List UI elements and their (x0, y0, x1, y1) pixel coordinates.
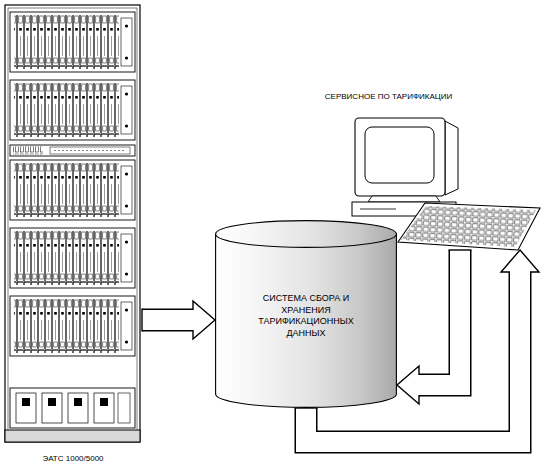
card-shelf-part (121, 166, 132, 214)
exchange-rack-part (5, 5, 140, 442)
card-shelf-part (121, 302, 132, 350)
card-shelf-part (121, 86, 132, 134)
card-shelf (10, 296, 135, 356)
node-label: СИСТЕМА СБОРА И ХРАНЕНИЯ ТАРИФИКАЦИОННЫХ… (254, 293, 358, 339)
card-shelf-part (14, 83, 119, 137)
card-shelf-part (125, 272, 128, 275)
node-label: СЕРВИСНОЕ ПО ТАРИФИКАЦИИ (325, 92, 452, 102)
control-band-part (54, 150, 126, 151)
card-shelf-part (121, 18, 132, 66)
workstation: СЕРВИСНОЕ ПО ТАРИФИКАЦИИ (350, 90, 543, 250)
exchange-rack: ЭАТС 1000/5000 (4, 4, 142, 464)
cylinder-top (216, 221, 397, 248)
power-panel-part (10, 388, 135, 428)
arrow-head (193, 301, 215, 339)
card-shelf-part (10, 80, 135, 140)
power-panel-part (118, 393, 130, 423)
control-band-part (13, 147, 43, 155)
card-shelf (10, 228, 135, 288)
card-shelf-part (125, 308, 128, 311)
arrow-shaft-fill (142, 310, 195, 330)
card-shelf-part (14, 15, 119, 69)
hollow-arrow (397, 250, 472, 404)
card-shelf-part (125, 340, 128, 343)
card-shelf (10, 160, 135, 220)
card-shelf-part (10, 12, 135, 72)
card-shelf-part (125, 56, 128, 59)
card-shelf (10, 12, 135, 72)
arrow-head (397, 366, 419, 404)
card-shelf-part (14, 163, 119, 217)
exchange-rack (5, 5, 140, 442)
power-panel-part (74, 398, 82, 406)
arrow-head (501, 250, 539, 272)
control-band-part (10, 145, 135, 156)
arrow-tail (449, 249, 472, 250)
power-panel-part (94, 393, 114, 423)
power-panel-part (100, 398, 108, 406)
monitor-side (445, 121, 458, 195)
exchange-rack-part (8, 8, 137, 439)
database-cylinder: СИСТЕМА СБОРА И ХРАНЕНИЯ ТАРИФИКАЦИОННЫХ… (215, 220, 397, 408)
power-panel-part (68, 393, 88, 423)
monitor-stand (368, 196, 440, 202)
power-panel-part (16, 393, 36, 423)
power-panel-part (22, 398, 30, 406)
card-shelf-part (14, 299, 119, 353)
monitor-screen (365, 127, 434, 183)
card-shelf-part (121, 234, 132, 282)
monitor-case (355, 118, 445, 196)
card-shelf-part (125, 204, 128, 207)
keyboard-keys (395, 200, 545, 255)
control-band (10, 145, 135, 156)
arrow-tail (141, 309, 142, 332)
control-band-part (50, 147, 130, 154)
card-shelf-part (14, 231, 119, 285)
power-panel-part (42, 393, 62, 423)
card-shelf (10, 80, 135, 140)
card-shelf-part (10, 160, 135, 220)
card-shelf-part (10, 296, 135, 356)
card-shelf-part (125, 92, 128, 95)
hollow-arrow (142, 301, 215, 339)
card-shelf-part (125, 172, 128, 175)
card-shelf-part (125, 124, 128, 127)
power-panel (10, 388, 135, 428)
arrow-shaft-fill (417, 250, 460, 385)
card-shelf-part (125, 24, 128, 27)
node-label: ЭАТС 1000/5000 (42, 454, 103, 464)
drive-slot (360, 209, 396, 210)
card-shelf-part (10, 228, 135, 288)
power-panel-part (48, 398, 56, 406)
card-shelf-part (125, 240, 128, 243)
rack-plinth (5, 430, 140, 442)
cylinder-body (216, 234, 397, 407)
